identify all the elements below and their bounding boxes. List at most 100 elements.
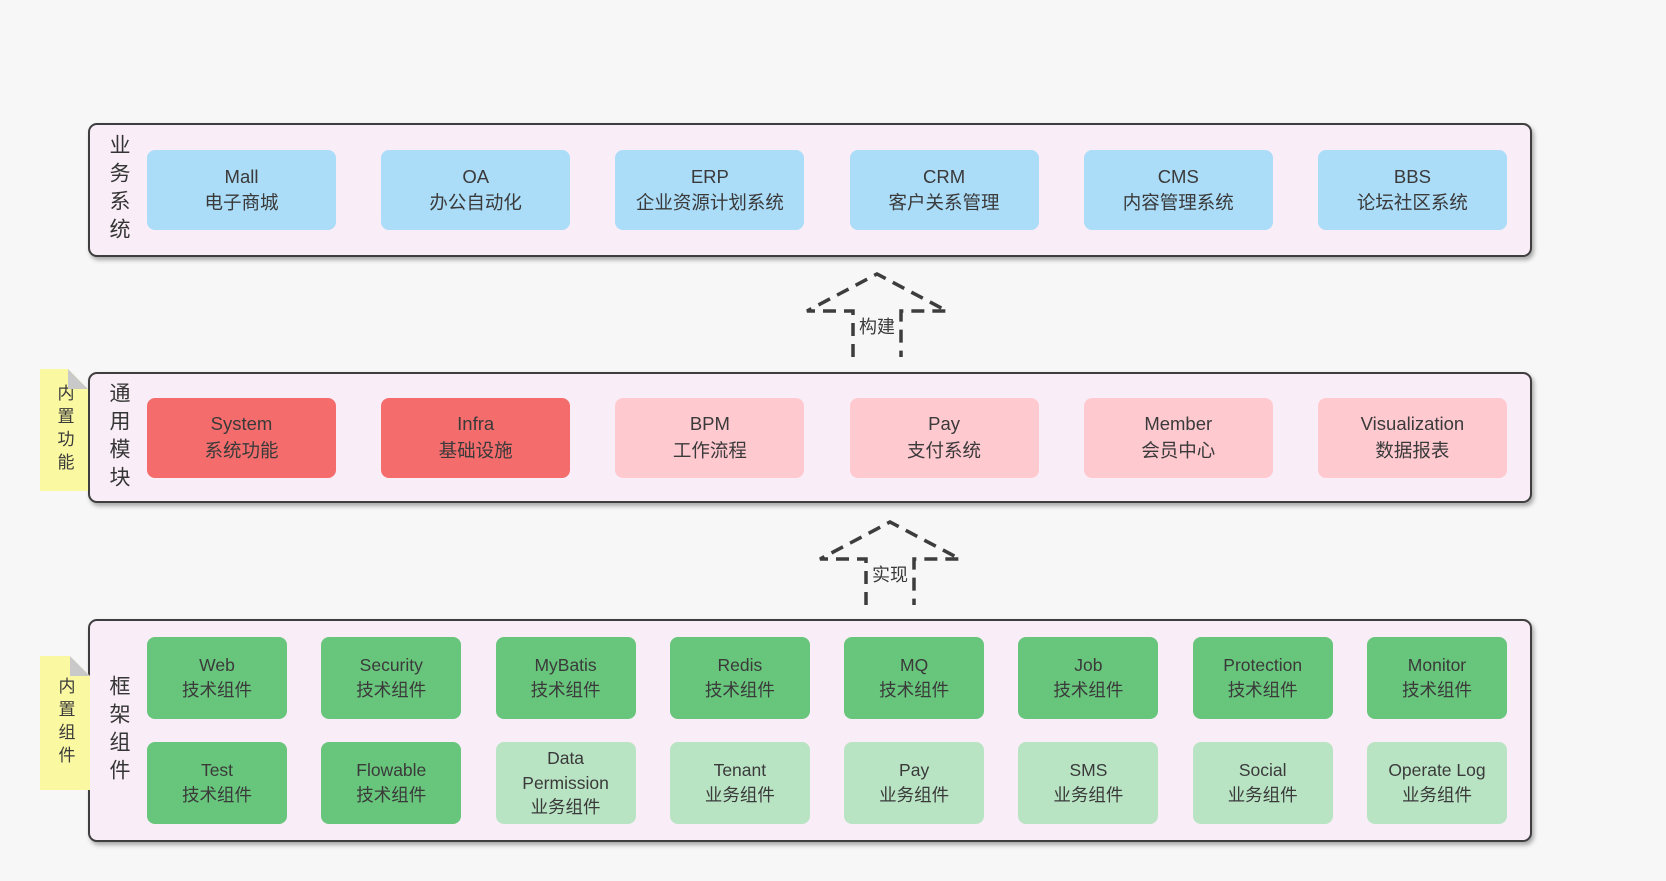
node-title: Pay: [899, 760, 930, 781]
node-title: OA: [462, 165, 490, 187]
section-label-common-modules: 通用模块: [107, 381, 130, 494]
node-subtitle: 技术组件: [356, 680, 427, 700]
node-social: Social 业务组件: [1192, 742, 1333, 824]
node-title: Visualization: [1360, 413, 1465, 435]
node-erp: ERP 企业资源计划系统: [615, 150, 805, 230]
node-subtitle: 技术组件: [1227, 680, 1298, 700]
node-mall: Mall 电子商城: [147, 150, 336, 230]
node-title: Member: [1144, 413, 1213, 435]
node-bpm: BPM 工作流程: [615, 397, 805, 478]
node-protection: Protection 技术组件: [1192, 637, 1333, 719]
node-title: Flowable: [356, 760, 427, 781]
node-title: ERP: [690, 165, 729, 187]
node-infra: Infra 基础设施: [381, 397, 571, 478]
node-title: Protection: [1223, 655, 1303, 676]
node-title: Mall: [224, 165, 259, 187]
node-title: BPM: [689, 413, 730, 435]
node-sms: SMS 业务组件: [1018, 742, 1159, 824]
node-subtitle: 工作流程: [672, 439, 747, 461]
node-web: Web 技术组件: [147, 637, 287, 719]
node-system: System 系统功能: [147, 397, 336, 478]
arrow-build-shape: [806, 272, 948, 357]
node-subtitle: 技术组件: [704, 680, 775, 700]
node-title: Web: [199, 655, 235, 676]
node-subtitle: 技术组件: [1401, 680, 1472, 700]
arrow-build-label: 构建: [856, 312, 898, 340]
node-subtitle: 技术组件: [182, 680, 252, 700]
node-title: MyBatis: [534, 655, 597, 676]
node-title: Monitor: [1407, 655, 1467, 676]
node-subtitle: 业务组件: [1053, 785, 1124, 805]
node-title: Infra: [457, 413, 495, 435]
node-visualization: Visualization 数据报表: [1317, 397, 1507, 478]
node-subtitle: 电子商城: [204, 192, 279, 213]
node-subtitle: 业务组件: [879, 785, 950, 805]
node-subtitle: 企业资源计划系统: [635, 192, 784, 213]
node-title: MQ: [900, 655, 929, 676]
node-title: BBS: [1393, 165, 1431, 187]
node-subtitle: 业务组件: [704, 785, 775, 805]
node-title: Job: [1074, 655, 1103, 676]
node-crm: CRM 客户关系管理: [849, 150, 1039, 230]
node-subtitle: 基础设施: [438, 439, 513, 461]
node-subtitle: 技术组件: [182, 785, 252, 805]
arrow-implement-label: 实现: [869, 560, 911, 588]
node-title: Pay: [928, 413, 960, 435]
node-operate-log: Operate Log 业务组件: [1366, 742, 1507, 824]
node-title: Test: [200, 760, 234, 781]
node-subtitle: 业务组件: [1227, 785, 1298, 805]
node-title: CRM: [922, 165, 966, 187]
node-subtitle: 业务组件: [1401, 785, 1472, 805]
node-title: Social: [1238, 760, 1287, 781]
node-subtitle: 办公自动化: [429, 192, 522, 213]
node-subtitle: 技术组件: [879, 680, 950, 700]
node-subtitle: 系统功能: [204, 439, 279, 461]
node-subtitle: 技术组件: [1053, 680, 1124, 700]
sticky-note-builtin-features: 内置功能: [40, 369, 88, 491]
node-subtitle: 内容管理系统: [1122, 192, 1234, 213]
node-title: Security: [359, 655, 423, 676]
section-label-framework-components: 框架组件: [107, 674, 130, 787]
sticky-note-text: 内置组件: [55, 677, 75, 769]
node-title: System: [210, 413, 273, 435]
node-redis: Redis 技术组件: [669, 637, 810, 719]
node-subtitle: 客户关系管理: [888, 192, 1000, 213]
node-title: Data Permission: [522, 747, 609, 793]
node-mq: MQ 技术组件: [844, 637, 985, 719]
node-oa: OA 办公自动化: [381, 150, 571, 230]
node-title: Redis: [717, 655, 763, 676]
node-job: Job 技术组件: [1018, 637, 1159, 719]
node-flowable: Flowable 技术组件: [321, 742, 462, 824]
node-title: Tenant: [713, 760, 767, 781]
node-subtitle: 支付系统: [907, 439, 982, 461]
node-subtitle: 业务组件: [530, 797, 601, 818]
node-tenant: Tenant 业务组件: [669, 742, 810, 824]
arrow-build: 构建: [804, 271, 950, 359]
folded-corner-icon: [68, 369, 88, 389]
folded-corner-icon: [70, 656, 90, 676]
node-data-permission: Data Permission 业务组件: [495, 742, 636, 824]
node-monitor: Monitor 技术组件: [1366, 637, 1507, 719]
sticky-note-builtin-components: 内置组件: [40, 656, 90, 790]
node-security: Security 技术组件: [321, 637, 462, 719]
arrow-implement-shape: [819, 520, 961, 605]
node-title: SMS: [1069, 760, 1108, 781]
node-subtitle: 数据报表: [1375, 439, 1450, 461]
node-title: Operate Log: [1388, 760, 1486, 781]
node-pay: Pay 支付系统: [849, 397, 1039, 478]
node-subtitle: 技术组件: [356, 785, 427, 805]
sticky-note-text: 内置功能: [54, 384, 74, 476]
